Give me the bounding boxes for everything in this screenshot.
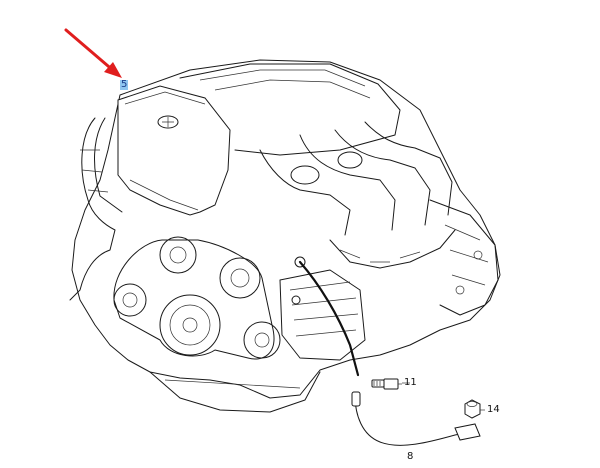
intake-manifold (259, 121, 456, 269)
drive-belt (113, 239, 275, 360)
oil-pan (149, 371, 321, 413)
callout-8: 8 (407, 451, 414, 462)
sensor-plug (351, 391, 361, 407)
pulley-tensioner (113, 283, 147, 317)
ac-compressor (279, 269, 366, 361)
pulley-waterpump (243, 321, 281, 359)
pulley-assembly (113, 236, 281, 360)
callout-14: 14 (487, 404, 500, 415)
pulley-upper (159, 236, 197, 274)
pointer-arrow (64, 28, 122, 78)
callout-5: 5 (120, 79, 129, 90)
air-intake-pipe (69, 117, 116, 301)
engine-cover (117, 85, 231, 216)
callout-11: 11 (404, 377, 417, 388)
pulley-large (159, 294, 221, 356)
bolt-part (371, 378, 399, 390)
cylinder-head (179, 63, 401, 156)
sensor-wire (354, 394, 471, 446)
cable-connector (454, 423, 481, 441)
nut-part (464, 399, 481, 419)
engine-outline (71, 59, 501, 399)
gearbox-flange (429, 199, 499, 316)
sensor-cable (298, 260, 360, 377)
pulley-alternator (219, 257, 261, 299)
